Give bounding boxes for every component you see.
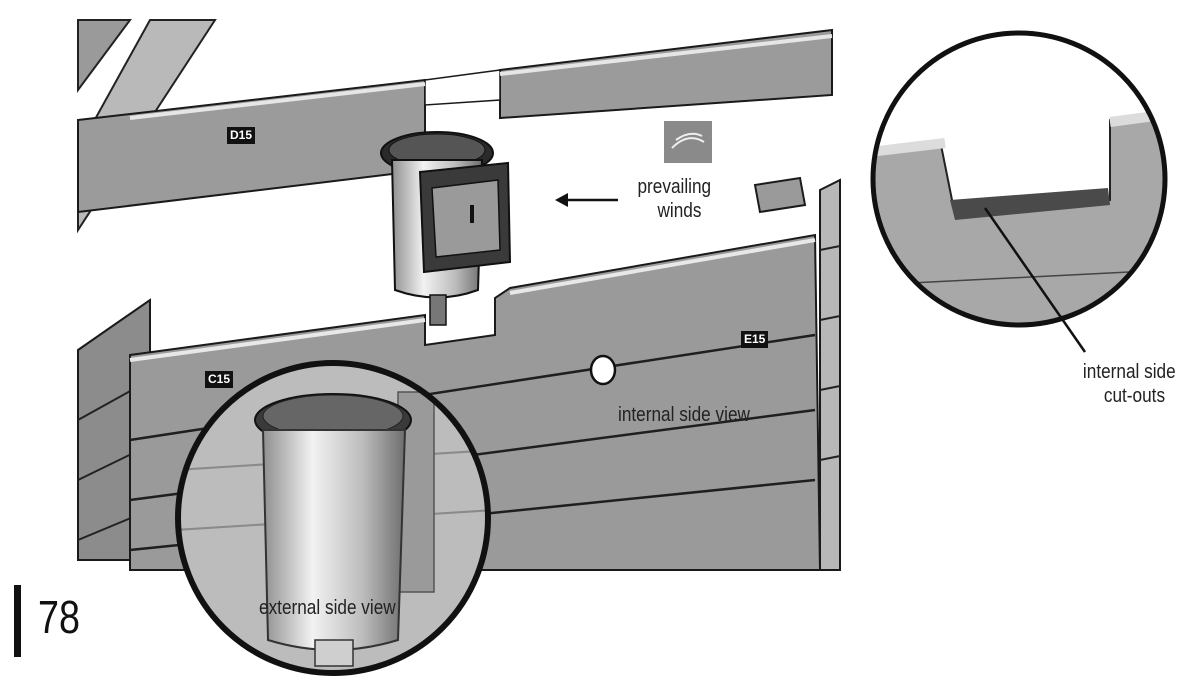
zoom-inset-cutouts	[870, 30, 1168, 353]
panel-label-e15: E15	[741, 331, 769, 348]
page-number-bar	[14, 585, 21, 657]
prevailing-winds-line-2: winds	[657, 200, 702, 222]
internal-side-view-label: internal side view	[618, 404, 750, 426]
prevailing-winds-label: prevailing winds	[627, 175, 722, 223]
wind-icon	[664, 121, 712, 163]
prevailing-winds-line-1: prevailing	[637, 176, 712, 198]
arrow-left-icon	[555, 193, 618, 207]
zoom-inset-external	[175, 360, 491, 676]
cutouts-line-1: internal side	[1082, 361, 1176, 383]
panel-label-c15: C15	[205, 371, 234, 388]
panel-d15	[77, 28, 833, 214]
internal-side-cutouts-label: internal side cut-outs	[1082, 360, 1177, 408]
page-number: 78	[38, 591, 80, 643]
panel-label-d15: D15	[227, 127, 256, 144]
skimmer-icon	[380, 131, 512, 326]
panel-right-side	[753, 176, 841, 571]
cutouts-line-2: cut-outs	[1103, 385, 1166, 407]
external-side-view-label: external side view	[259, 597, 396, 619]
